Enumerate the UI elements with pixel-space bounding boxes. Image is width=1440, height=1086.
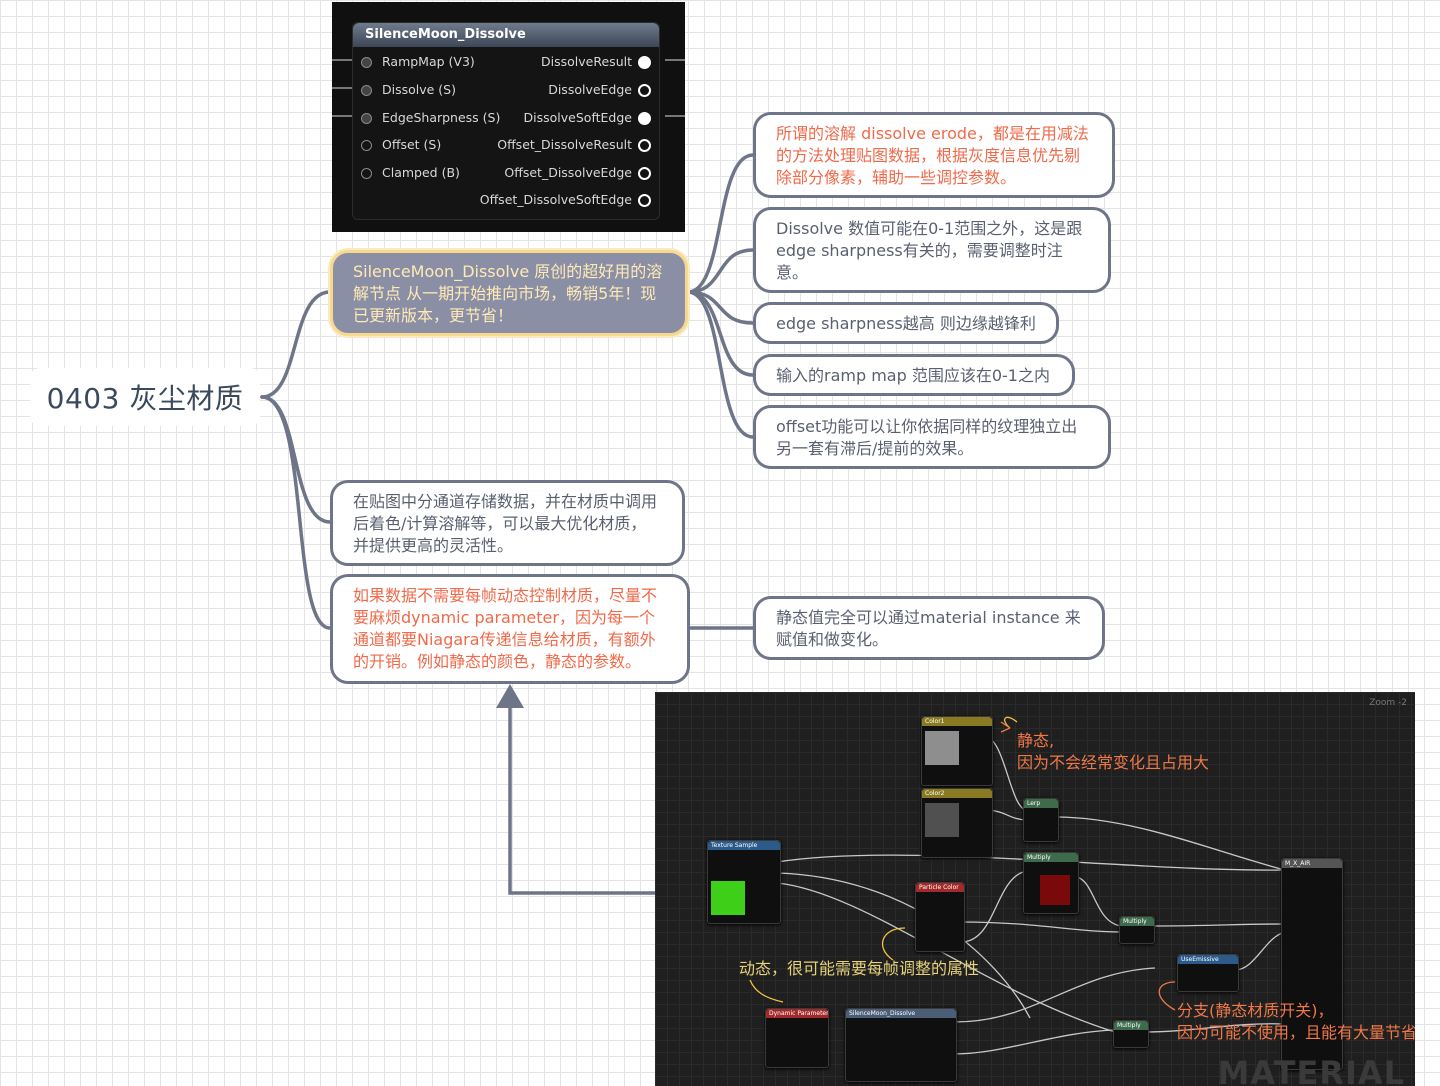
wire xyxy=(332,87,352,89)
graph-node-lerp[interactable]: Lerp xyxy=(1023,798,1059,842)
pin-icon xyxy=(638,112,651,125)
annotation-static-desc: 因为不会经常变化且占用大 xyxy=(1017,753,1210,772)
wire xyxy=(665,59,685,61)
pin-label: Offset_DissolveSoftEdge xyxy=(479,192,632,207)
pin-label: Dissolve (S) xyxy=(382,82,456,97)
branch-text: 在贴图中分通道存储数据，并在材质中调用后着色/计算溶解等，可以最大优化材质，并提… xyxy=(353,492,658,555)
graph-node-particle-color[interactable]: Particle Color xyxy=(915,882,965,952)
graph-node-multiply[interactable]: Multiply xyxy=(1023,852,1079,914)
central-topic[interactable]: SilenceMoon_Dissolve 原创的超好用的溶解节点 从一期开始推向… xyxy=(330,250,688,336)
note-material-instance[interactable]: 静态值完全可以通过material instance 来赋值和做变化。 xyxy=(753,596,1105,660)
texture-preview xyxy=(1040,875,1070,905)
pin-label: Offset (S) xyxy=(382,137,442,152)
output-pin[interactable]: DissolveResult xyxy=(541,53,651,71)
zoom-level: Zoom -2 xyxy=(1369,698,1407,708)
pin-label: DissolveResult xyxy=(541,54,632,69)
pin-label: RampMap (V3) xyxy=(382,54,475,69)
pin-label: Clamped (B) xyxy=(382,165,460,180)
material-watermark: MATERIAL xyxy=(1217,1054,1405,1086)
input-pin[interactable]: EdgeSharpness (S) xyxy=(361,109,500,127)
root-topic[interactable]: 0403 灰尘材质 xyxy=(30,368,260,426)
pin-icon xyxy=(638,139,651,152)
node-title: Lerp xyxy=(1024,799,1058,808)
graph-node-material-result[interactable]: M_X_AIR xyxy=(1281,858,1343,1070)
graph-node-dissolve[interactable]: SilenceMoon_Dissolve xyxy=(845,1008,957,1082)
node-title: Particle Color xyxy=(916,883,964,892)
output-pin[interactable]: DissolveEdge xyxy=(548,81,651,99)
pin-icon xyxy=(361,140,372,151)
wire xyxy=(332,59,352,61)
node-title: UseEmissive xyxy=(1178,955,1238,964)
note-dissolve-range[interactable]: Dissolve 数值可能在0-1范围之外，这是跟edge sharpness有… xyxy=(753,207,1111,293)
wire xyxy=(665,115,685,117)
pin-label: Offset_DissolveResult xyxy=(497,137,632,152)
pin-icon xyxy=(361,168,372,179)
branch-channel-storage[interactable]: 在贴图中分通道存储数据，并在材质中调用后着色/计算溶解等，可以最大优化材质，并提… xyxy=(330,480,685,566)
input-pin[interactable]: Clamped (B) xyxy=(361,164,460,182)
dissolve-node[interactable]: SilenceMoon_Dissolve RampMap (V3) Dissol… xyxy=(352,22,660,220)
root-topic-label: 0403 灰尘材质 xyxy=(46,382,244,415)
pin-icon xyxy=(361,57,372,68)
graph-node-color1[interactable]: Color1 xyxy=(921,716,993,786)
output-pin[interactable]: Offset_DissolveSoftEdge xyxy=(480,191,651,209)
annotation-branch-desc: 因为可能不使用，且能有大量节省 xyxy=(1177,1023,1415,1042)
input-pin[interactable]: RampMap (V3) xyxy=(361,53,475,71)
node-title: Color2 xyxy=(922,789,992,798)
graph-node-color2[interactable]: Color2 xyxy=(921,788,993,858)
pin-icon xyxy=(638,84,651,97)
pin-icon xyxy=(361,85,372,96)
wire xyxy=(332,115,352,117)
pin-icon xyxy=(361,113,372,124)
node-title: Dynamic Parameter xyxy=(766,1009,828,1018)
node-title: Multiply xyxy=(1120,917,1154,926)
output-pin[interactable]: Offset_DissolveEdge xyxy=(504,164,651,182)
pin-icon xyxy=(638,194,651,207)
node-title: Multiply xyxy=(1114,1021,1148,1030)
note-text: 所谓的溶解 dissolve erode，都是在用减法的方法处理贴图数据，根据灰… xyxy=(776,124,1089,187)
pin-label: Offset_DissolveEdge xyxy=(504,165,632,180)
node-title: M_X_AIR xyxy=(1282,859,1342,868)
annotation-dynamic: 动态，很可能需要每帧调整的属性 xyxy=(739,959,980,978)
node-title: SilenceMoon_Dissolve xyxy=(846,1009,956,1018)
note-dissolve-erode[interactable]: 所谓的溶解 dissolve erode，都是在用减法的方法处理贴图数据，根据灰… xyxy=(753,112,1115,198)
output-pin[interactable]: Offset_DissolveResult xyxy=(497,136,651,154)
pin-icon xyxy=(638,167,651,180)
note-text: 静态值完全可以通过material instance 来赋值和做变化。 xyxy=(776,608,1081,649)
graph-node-multiply[interactable]: Multiply xyxy=(1113,1020,1149,1048)
pin-label: DissolveEdge xyxy=(548,82,632,97)
color-swatch xyxy=(925,731,959,765)
note-text: 输入的ramp map 范围应该在0-1之内 xyxy=(776,366,1050,385)
dissolve-node-title: SilenceMoon_Dissolve xyxy=(353,23,659,47)
input-pin[interactable]: Offset (S) xyxy=(361,136,441,154)
branch-text: 如果数据不需要每帧动态控制材质，尽量不要麻烦dynamic parameter，… xyxy=(353,586,658,671)
pin-label: EdgeSharpness (S) xyxy=(382,110,501,125)
annotation-static-title: 静态, xyxy=(1017,731,1055,750)
annotation-branch-title: 分支(静态材质开关)， xyxy=(1177,1001,1334,1020)
branch-dynamic-parameter[interactable]: 如果数据不需要每帧动态控制材质，尽量不要麻烦dynamic parameter，… xyxy=(330,574,690,684)
note-text: edge sharpness越高 则边缘越锋利 xyxy=(776,314,1036,333)
pin-icon xyxy=(638,56,651,69)
note-offset[interactable]: offset功能可以让你依据同样的纹理独立出另一套有滞后/提前的效果。 xyxy=(753,405,1111,469)
graph-node-multiply[interactable]: Multiply xyxy=(1119,916,1155,944)
dissolve-node-screenshot: SilenceMoon_Dissolve RampMap (V3) Dissol… xyxy=(332,2,685,232)
graph-node-use-emissive[interactable]: UseEmissive xyxy=(1177,954,1239,992)
note-edge-sharpness[interactable]: edge sharpness越高 则边缘越锋利 xyxy=(753,302,1059,344)
graph-node-dynamic-parameter[interactable]: Dynamic Parameter xyxy=(765,1008,829,1068)
note-ramp-map[interactable]: 输入的ramp map 范围应该在0-1之内 xyxy=(753,354,1075,396)
texture-preview xyxy=(711,881,745,915)
note-text: offset功能可以让你依据同样的纹理独立出另一套有滞后/提前的效果。 xyxy=(776,417,1078,458)
pin-label: DissolveSoftEdge xyxy=(523,110,632,125)
output-pin[interactable]: DissolveSoftEdge xyxy=(524,109,651,127)
node-title: Texture Sample xyxy=(708,841,780,850)
input-pin[interactable]: Dissolve (S) xyxy=(361,81,456,99)
color-swatch xyxy=(925,803,959,837)
material-graph-screenshot: Zoom -2 Color1 Color2 Lerp Texture Sampl… xyxy=(655,692,1415,1086)
graph-node-texture-sample[interactable]: Texture Sample xyxy=(707,840,781,924)
note-text: Dissolve 数值可能在0-1范围之外，这是跟edge sharpness有… xyxy=(776,219,1083,282)
node-title: Color1 xyxy=(922,717,992,726)
node-title: Multiply xyxy=(1024,853,1078,862)
central-topic-text: SilenceMoon_Dissolve 原创的超好用的溶解节点 从一期开始推向… xyxy=(353,262,663,325)
